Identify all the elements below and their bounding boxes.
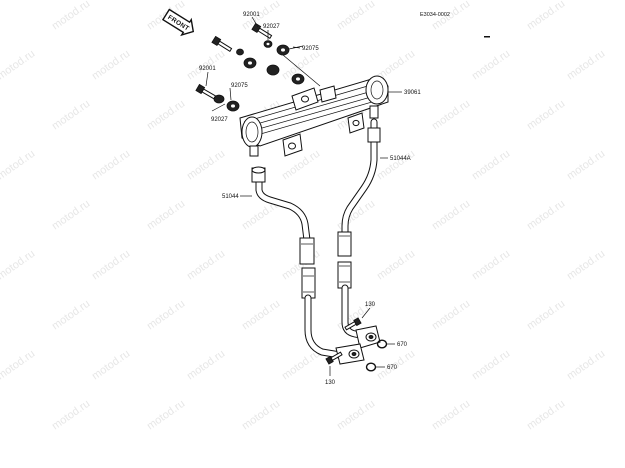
watermark-text: motod.ru (565, 48, 607, 83)
o-ring-upper (376, 339, 388, 349)
watermark-text: motod.ru (240, 298, 282, 333)
label-washer-top: 92027 (263, 24, 280, 30)
watermark-text: motod.ru (430, 98, 472, 133)
label-washer-left: 92027 (211, 117, 228, 123)
watermark-text: motod.ru (565, 348, 607, 383)
bolt-130-lower (325, 351, 343, 365)
watermark-text: motod.ru (565, 148, 607, 183)
watermark-text: motod.ru (50, 298, 92, 333)
mounting-hardware-left (195, 83, 240, 112)
watermark-text: motod.ru (90, 348, 132, 383)
bolt-130-upper (344, 317, 362, 331)
label-bolt-top: 92001 (243, 12, 260, 18)
leader-lines (205, 16, 402, 376)
watermark-text: motod.ru (50, 98, 92, 133)
watermark-text: motod.ru (430, 398, 472, 433)
label-oring-lower: 670 (387, 365, 398, 371)
watermark-text: motod.ru (50, 398, 92, 433)
watermark-text: motod.ru (470, 348, 512, 383)
watermark-text: motod.ru (335, 0, 377, 32)
hose-flange-upper (355, 325, 381, 349)
scan-mark (484, 36, 490, 38)
watermark-text: motod.ru (430, 198, 472, 233)
label-oring-upper: 670 (397, 342, 408, 348)
o-ring-lower (365, 362, 377, 372)
watermark-text: motod.ru (0, 248, 37, 283)
watermark-text: motod.ru (0, 348, 37, 383)
watermark-text: motod.ru (525, 298, 567, 333)
watermark-text: motod.ru (185, 148, 227, 183)
watermark-text: motod.ru (185, 348, 227, 383)
watermark-text: motod.ru (280, 348, 322, 383)
watermark-text: motod.ru (50, 0, 92, 32)
label-hose-left: 51044 (222, 194, 239, 200)
mounting-hardware-top (211, 22, 321, 87)
oil-hose-left (251, 166, 350, 360)
watermark-text: motod.ru (50, 198, 92, 233)
watermark-text: motod.ru (525, 198, 567, 233)
label-damper-left: 92075 (231, 83, 248, 89)
watermark-text: motod.ru (90, 248, 132, 283)
watermark-text: motod.ru (525, 0, 567, 32)
oil-cooler (239, 75, 389, 157)
label-bolt-left: 92001 (199, 66, 216, 72)
watermark-text: motod.ru (525, 398, 567, 433)
watermark-text: motod.ru (90, 48, 132, 83)
watermark-text: motod.ru (375, 148, 417, 183)
watermark-text: motod.ru (430, 298, 472, 333)
watermark-text: motod.ru (0, 48, 37, 83)
watermark-text: motod.ru (240, 398, 282, 433)
label-bolt-lower-left: 130 (325, 380, 336, 386)
watermark-text: motod.ru (470, 48, 512, 83)
watermark-text: motod.ru (90, 148, 132, 183)
watermark-text: motod.ru (335, 398, 377, 433)
watermark-text: motod.ru (470, 148, 512, 183)
watermark-text: motod.ru (470, 248, 512, 283)
watermark-text: motod.ru (145, 298, 187, 333)
watermark-text: motod.ru (0, 148, 37, 183)
label-bolt-lower-right: 130 (365, 302, 376, 308)
hose-flange-lower (335, 343, 365, 365)
watermark-text: motod.ru (145, 398, 187, 433)
label-oil-cooler: 39061 (404, 90, 421, 96)
watermark-text: motod.ru (145, 198, 187, 233)
label-damper-top: 92075 (302, 46, 319, 52)
oil-hose-right (337, 118, 381, 340)
watermark-text: motod.ru (525, 98, 567, 133)
watermark-text: motod.ru (565, 248, 607, 283)
watermark-text: motod.ru (185, 248, 227, 283)
watermark-text: motod.ru (145, 98, 187, 133)
reference-code: E3034-0002 (420, 12, 450, 18)
watermark-text: motod.ru (375, 248, 417, 283)
label-hose-right: 51044A (390, 156, 411, 162)
